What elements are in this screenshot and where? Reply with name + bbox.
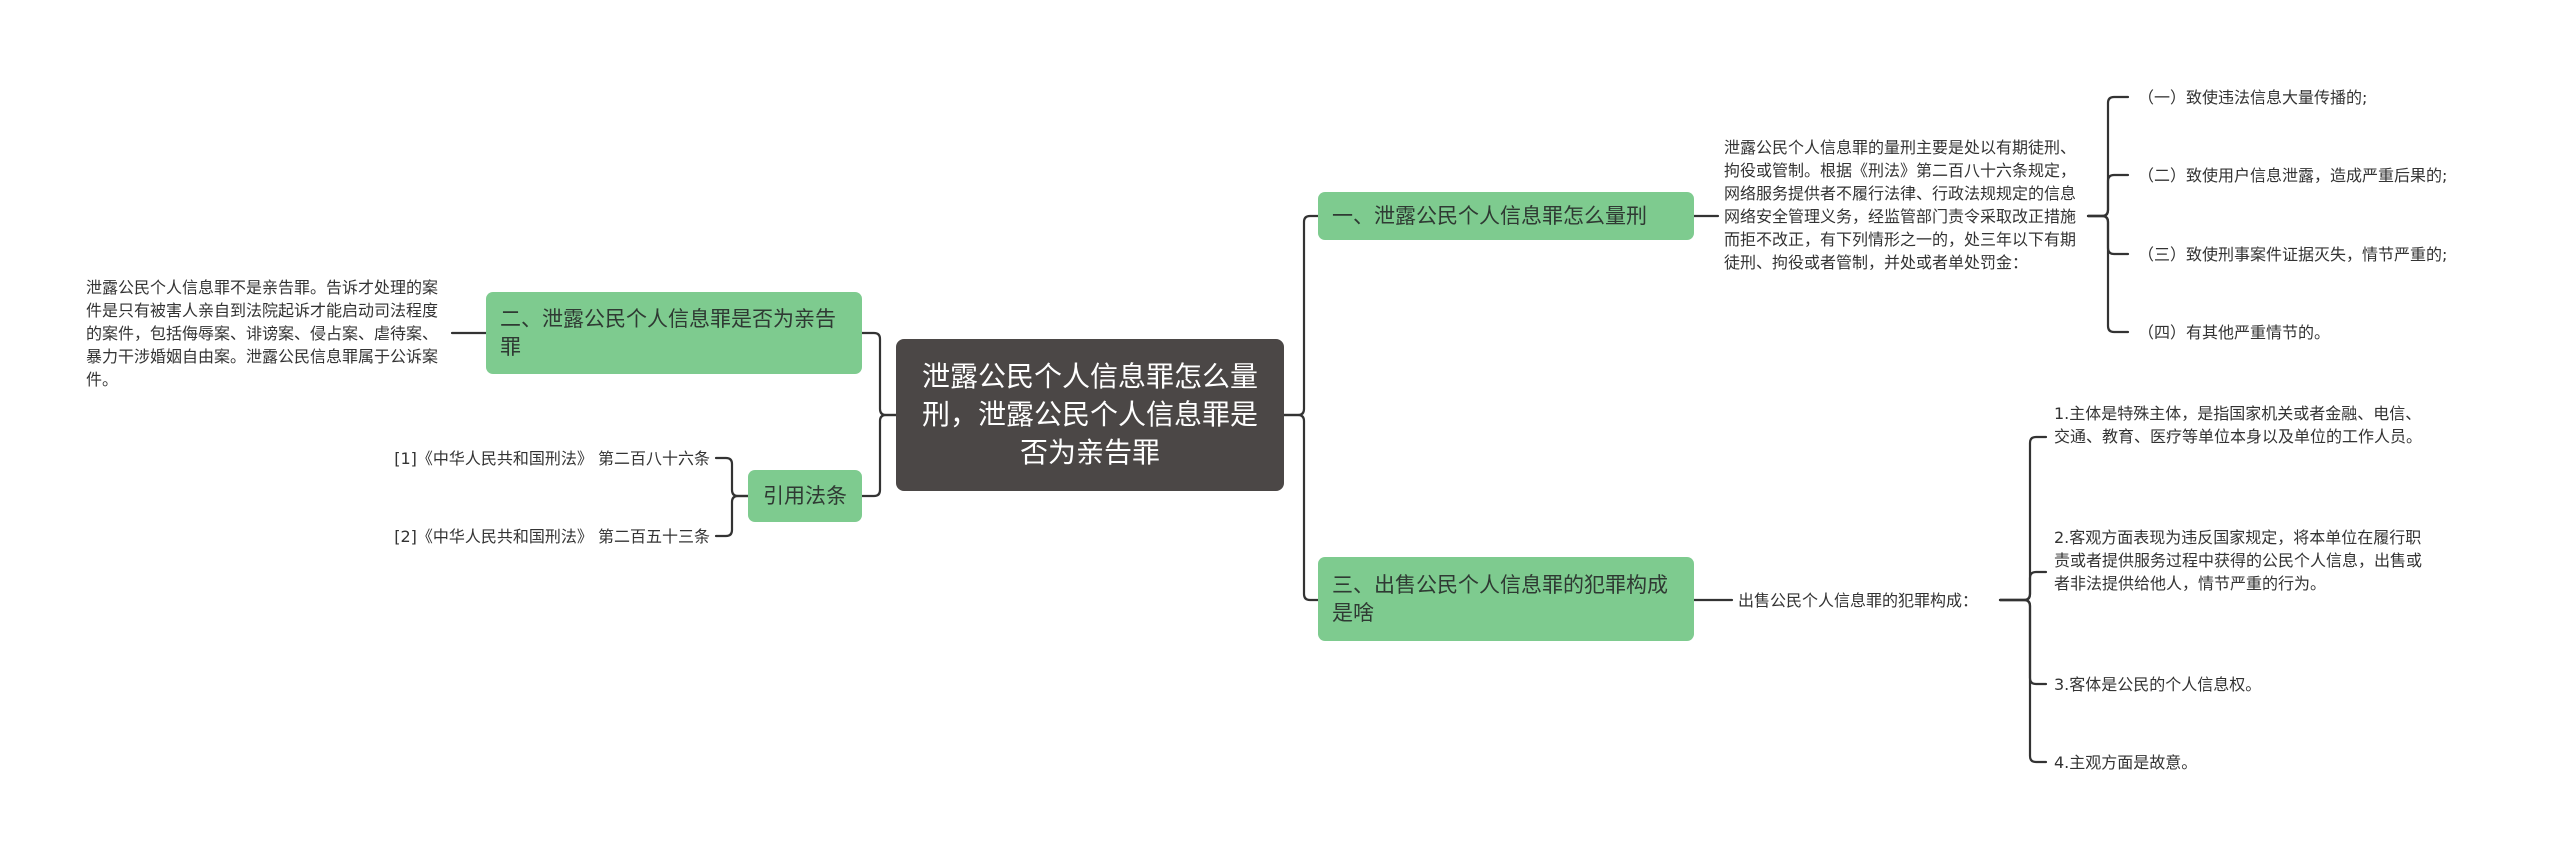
- root-topic[interactable]: 泄露公民个人信息罪怎么量刑，泄露公民个人信息罪是否为亲告罪: [896, 339, 1284, 491]
- sentencing-detail: 泄露公民个人信息罪的量刑主要是处以有期徒刑、拘役或管制。根据《刑法》第二百八十六…: [1724, 138, 2077, 272]
- connector-b3-item-4: [1998, 598, 2048, 764]
- branch-complaint-crime-label: 二、泄露公民个人信息罪是否为亲告罪: [500, 307, 836, 359]
- branch-cited-laws-label: 引用法条: [763, 484, 847, 508]
- root-topic-label: 泄露公民个人信息罪怎么量刑，泄露公民个人信息罪是否为亲告罪: [921, 360, 1258, 469]
- complaint-crime-detail: 泄露公民个人信息罪不是亲告罪。告诉才处理的案件是只有被害人亲自到法院起诉才能启动…: [86, 278, 439, 389]
- sentencing-item-2: （二）致使用户信息泄露，造成严重后果的;: [2138, 166, 2448, 185]
- selling-element-1: 1.主体是特殊主体，是指国家机关或者金融、电信、交通、教育、医疗等单位本身以及单…: [2054, 404, 2423, 446]
- cited-law-1: [1]《中华人民共和国刑法》 第二百八十六条: [394, 449, 710, 468]
- selling-element-2: 2.客观方面表现为违反国家规定，将本单位在履行职责或者提供服务过程中获得的公民个…: [2054, 528, 2423, 593]
- connector-b3-item-3: [1998, 598, 2048, 686]
- selling-element-3: 3.客体是公民的个人信息权。: [2054, 675, 2262, 694]
- connector-b4-item-1: [714, 456, 750, 498]
- connector-b1-item-4: [2086, 214, 2130, 334]
- connector-b3-item-2: [1998, 570, 2048, 602]
- connector-b1-item-1: [2086, 95, 2130, 218]
- sentencing-item-3: （三）致使刑事案件证据灭失，情节严重的;: [2138, 245, 2448, 264]
- connector-root-b3: [1282, 413, 1320, 602]
- connector-root-b1: [1282, 214, 1320, 417]
- branch-complaint-crime[interactable]: 二、泄露公民个人信息罪是否为亲告罪: [486, 292, 862, 374]
- connector-b1-item-2: [2086, 173, 2130, 218]
- branch-selling-elements-label: 三、出售公民个人信息罪的犯罪构成是啥: [1332, 573, 1668, 625]
- connector-root-b4: [860, 413, 898, 498]
- branch-sentencing-label: 一、泄露公民个人信息罪怎么量刑: [1332, 204, 1647, 228]
- sentencing-item-4: （四）有其他严重情节的。: [2138, 323, 2331, 342]
- branch-cited-laws[interactable]: 引用法条: [748, 470, 862, 522]
- branch-sentencing[interactable]: 一、泄露公民个人信息罪怎么量刑: [1318, 192, 1694, 240]
- connector-b3-item-1: [1998, 435, 2048, 602]
- connector-b1-item-3: [2086, 214, 2130, 256]
- selling-elements-detail: 出售公民个人信息罪的犯罪构成：: [1738, 591, 1979, 610]
- selling-element-4: 4.主观方面是故意。: [2054, 753, 2198, 772]
- connector-root-b2: [860, 331, 898, 417]
- connector-b4-item-2: [714, 494, 750, 538]
- cited-law-2: [2]《中华人民共和国刑法》 第二百五十三条: [394, 527, 710, 546]
- sentencing-item-1: （一）致使违法信息大量传播的;: [2138, 88, 2368, 107]
- branch-selling-elements[interactable]: 三、出售公民个人信息罪的犯罪构成是啥: [1318, 557, 1694, 641]
